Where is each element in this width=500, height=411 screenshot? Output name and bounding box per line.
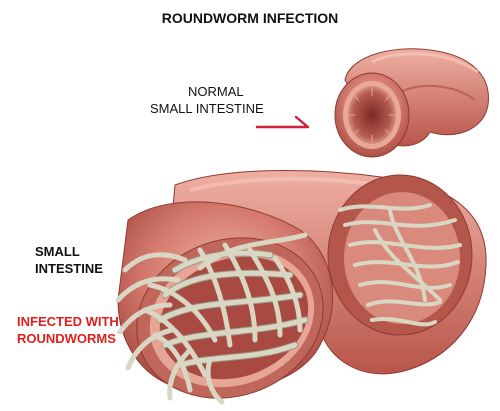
normal-label-line-2: SMALL INTESTINE — [150, 101, 264, 116]
normal-intestine-label: NORMAL SMALL INTESTINE — [150, 83, 264, 117]
roundworms-front — [115, 232, 308, 405]
diagram-title: ROUNDWORM INFECTION — [161, 10, 339, 26]
small-intestine-label: SMALL INTESTINE — [35, 243, 103, 277]
normal-intestine — [334, 48, 489, 158]
pointer-arrow — [255, 115, 310, 129]
roundworms-back — [338, 203, 462, 327]
small-label-line-1: SMALL — [35, 244, 80, 259]
infected-label-line-2: ROUNDWORMS — [17, 331, 116, 346]
small-label-line-2: INTESTINE — [35, 261, 103, 276]
infected-intestine — [115, 170, 487, 405]
infected-roundworms-label: INFECTED WITH ROUNDWORMS — [17, 313, 119, 347]
infected-label-line-1: INFECTED WITH — [17, 314, 119, 329]
normal-label-line-1: NORMAL — [188, 84, 244, 99]
